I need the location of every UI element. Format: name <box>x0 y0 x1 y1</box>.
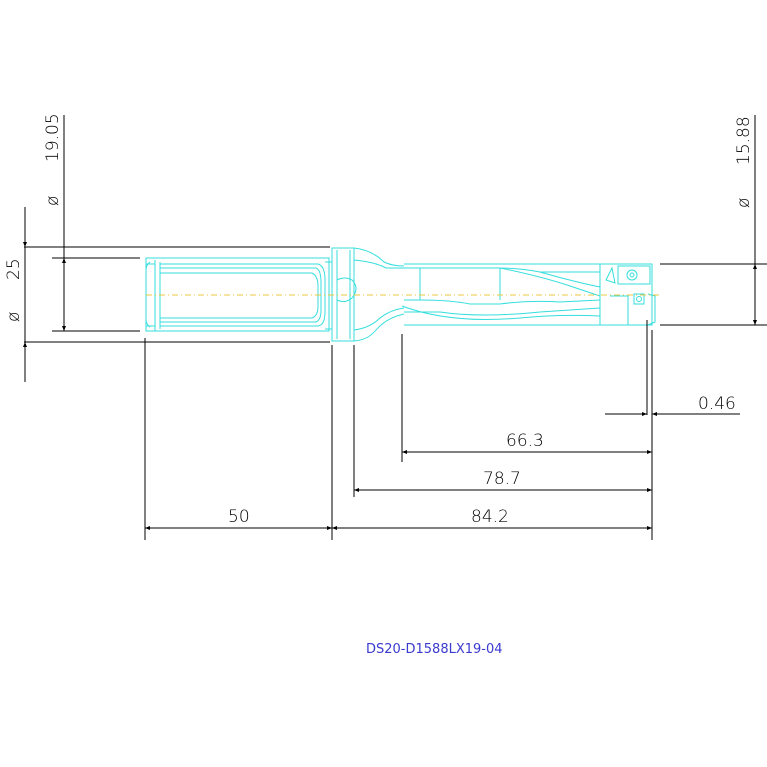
tip-offset-label: 0.46 <box>698 394 736 414</box>
shank-diameter-symbol: ø <box>4 312 24 322</box>
neck-diameter-label: 19.05 <box>43 113 63 162</box>
drill-diameter-dimension <box>660 115 767 326</box>
drill-diameter-label: 15.88 <box>734 116 754 165</box>
body-length-label: 78.7 <box>483 469 521 489</box>
drill-diameter-symbol: ø <box>734 198 754 208</box>
dimension-lines <box>23 115 767 540</box>
part-number: DS20-D1588LX19-04 <box>366 642 503 657</box>
tool-outline <box>145 247 660 342</box>
shank-diameter-label: 25 <box>4 258 24 280</box>
flute-length-label: 66.3 <box>506 431 544 451</box>
neck-diameter-symbol: ø <box>43 196 63 206</box>
total-length-label: 84.2 <box>471 507 509 527</box>
shank-length-label: 50 <box>228 507 250 527</box>
tip-outline <box>600 263 656 326</box>
